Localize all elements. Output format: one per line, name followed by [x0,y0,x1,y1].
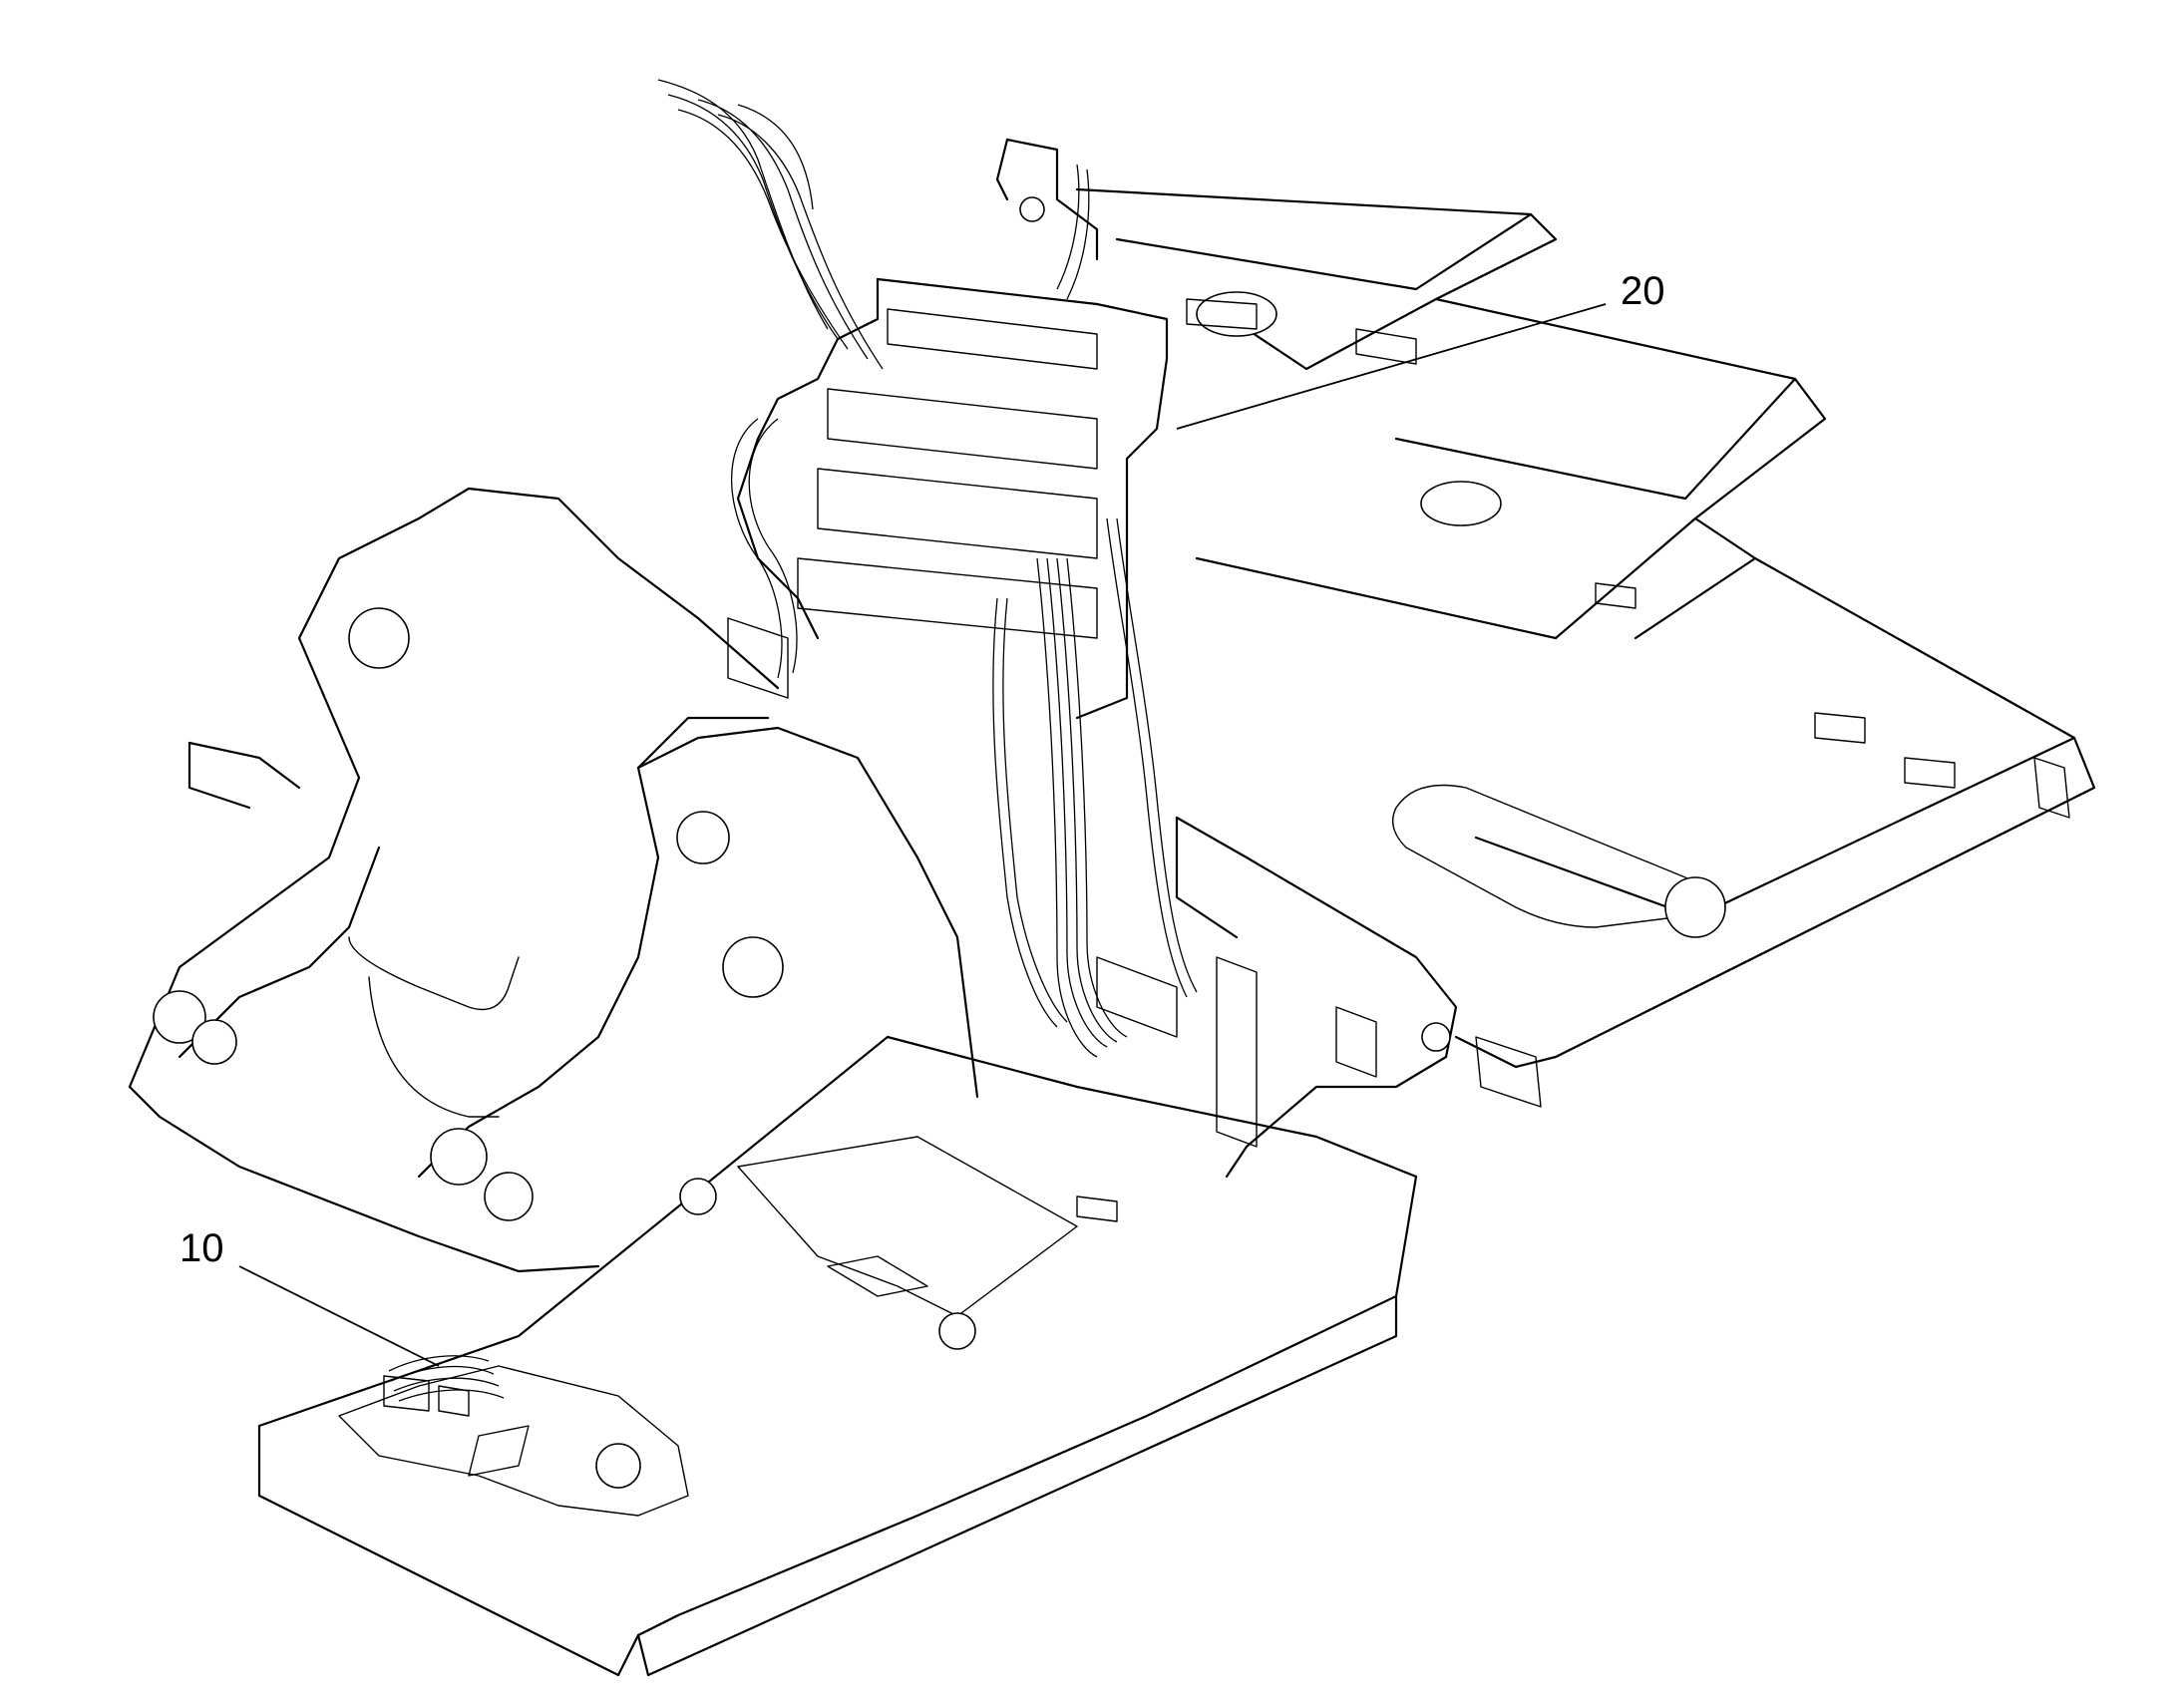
front-boom-frame [128,487,979,1273]
control-valve-assembly [657,79,1258,1058]
callout-20: 20 [1176,269,1665,430]
mid-bracket [1096,816,1458,1179]
callout-10-label: 10 [180,1226,224,1270]
callout-20-label: 20 [1621,269,1665,313]
callout-10: 10 [180,1226,440,1367]
pedal-cluster [383,1355,505,1417]
floor-plate [257,1035,1418,1677]
